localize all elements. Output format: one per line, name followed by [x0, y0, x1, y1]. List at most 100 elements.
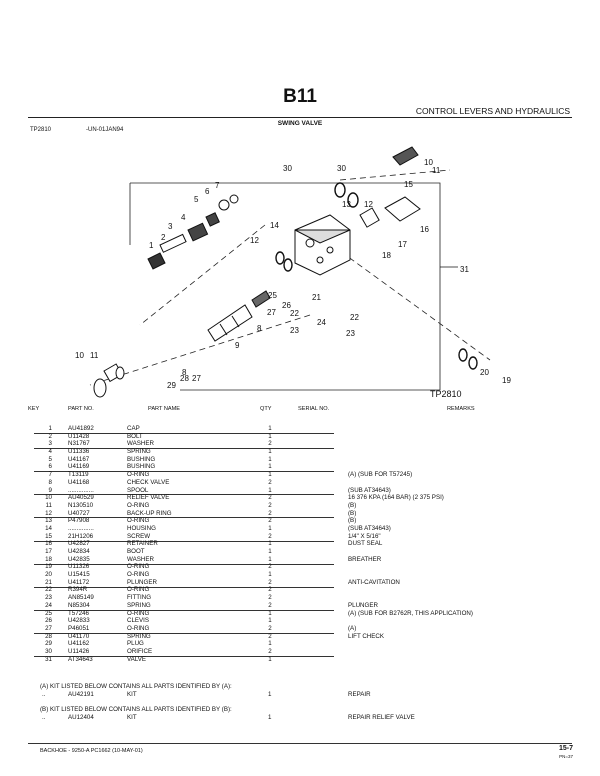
- parts-cell-part: N31767: [68, 440, 90, 448]
- parts-cell-part: U11326: [68, 563, 90, 571]
- svg-text:9: 9: [235, 341, 240, 350]
- parts-cell-qty: 1: [268, 455, 272, 463]
- parts-cell-qty: 1: [268, 548, 272, 555]
- parts-cell-key: 16: [45, 540, 52, 548]
- parts-cell-name: O-RING: [127, 517, 150, 525]
- parts-cell-qty: 1: [268, 425, 272, 432]
- parts-cell-qty: 1: [268, 609, 272, 617]
- svg-text:13: 13: [342, 200, 351, 209]
- row-divider: [34, 432, 334, 434]
- parts-cell-name: O-RING: [127, 624, 150, 632]
- svg-text:18: 18: [382, 251, 391, 260]
- parts-cell-key: 3: [48, 440, 52, 448]
- svg-text:11: 11: [90, 351, 99, 360]
- parts-cell-key: 10: [45, 494, 52, 502]
- column-header-serial-no: SERIAL NO.: [298, 406, 330, 412]
- column-header-part-name: PART NAME: [148, 406, 181, 412]
- kit-b-part: AU12404: [68, 714, 94, 721]
- parts-cell-qty: 2: [268, 578, 272, 586]
- parts-cell-remarks: (B): [348, 501, 357, 509]
- svg-text:8: 8: [257, 324, 262, 333]
- svg-text:14: 14: [270, 221, 279, 230]
- figure-reference: TP2810: [30, 127, 52, 133]
- svg-text:6: 6: [205, 187, 210, 196]
- parts-cell-part: U11426: [68, 647, 90, 655]
- svg-text:1: 1: [149, 241, 154, 250]
- parts-cell-qty: 2: [268, 586, 272, 594]
- parts-cell-name: O-RING: [127, 501, 150, 509]
- parts-cell-qty: 2: [268, 517, 272, 525]
- parts-cell-key: 24: [45, 601, 52, 609]
- parts-cell-name: SPOOL: [127, 486, 149, 494]
- parts-cell-remarks: ANTI-CAVITATION: [348, 578, 400, 586]
- parts-cell-name: PLUG: [127, 640, 144, 648]
- parts-cell-key: 7: [48, 471, 52, 479]
- parts-cell-name: BACK-UP RING: [127, 509, 172, 517]
- parts-cell-qty: 2: [268, 501, 272, 509]
- kit-a-part: AU42191: [68, 691, 94, 698]
- svg-text:4: 4: [181, 213, 186, 222]
- parts-cell-key: 14: [45, 524, 52, 532]
- parts-cell-name: SCREW: [127, 532, 151, 540]
- parts-cell-qty: 2: [268, 624, 272, 632]
- svg-text:12: 12: [364, 200, 373, 209]
- page-number: 15-7: [558, 745, 573, 752]
- svg-text:22: 22: [350, 313, 359, 322]
- parts-cell-qty: 2: [268, 632, 272, 640]
- parts-cell-key: 9: [48, 486, 52, 494]
- parts-cell-part: AU40529: [68, 494, 94, 502]
- diagram-image-label: TP2810: [430, 389, 462, 399]
- parts-cell-qty: 2: [268, 509, 272, 517]
- svg-text:20: 20: [480, 368, 489, 377]
- parts-cell-key: 1: [48, 425, 52, 432]
- parts-cell-part: U11336: [68, 448, 90, 456]
- parts-cell-key: 18: [45, 555, 52, 563]
- parts-cell-name: WASHER: [127, 555, 154, 563]
- kit-b-note: (B) KIT LISTED BELOW CONTAINS ALL PARTS …: [40, 706, 232, 713]
- parts-cell-name: FITTING: [127, 594, 152, 602]
- svg-text:7: 7: [215, 181, 220, 190]
- svg-text:23: 23: [346, 329, 355, 338]
- parts-cell-remarks: DUST SEAL: [348, 540, 383, 548]
- row-divider: [34, 656, 334, 657]
- parts-cell-key: 21: [45, 578, 52, 586]
- row-divider: [34, 563, 334, 565]
- parts-cell-qty: 1: [268, 655, 272, 663]
- parts-cell-part: 21H1206: [68, 532, 94, 540]
- parts-cell-remarks: (SUB AT34643): [348, 524, 391, 532]
- parts-cell-name: CHECK VALVE: [127, 478, 170, 486]
- parts-cell-part: R394R: [68, 586, 88, 594]
- parts-cell-part: U41167: [68, 455, 90, 463]
- svg-text:11: 11: [432, 166, 441, 175]
- parts-cell-qty: 1: [268, 555, 272, 563]
- parts-cell-part: U11428: [68, 432, 90, 440]
- parts-cell-name: O-RING: [127, 586, 150, 594]
- parts-cell-part: U15415: [68, 571, 90, 579]
- parts-cell-remarks: LIFT CHECK: [348, 632, 384, 640]
- parts-cell-qty: 2: [268, 601, 272, 609]
- svg-text:15: 15: [404, 180, 413, 189]
- page-code: B11: [283, 86, 317, 107]
- parts-cell-key: 5: [48, 455, 52, 463]
- parts-cell-key: 20: [45, 571, 52, 579]
- parts-cell-name: BOOT: [127, 548, 145, 555]
- parts-cell-qty: 1: [268, 486, 272, 494]
- parts-cell-qty: 2: [268, 440, 272, 448]
- kit-b-remarks: REPAIR RELIEF VALVE: [348, 714, 415, 721]
- parts-cell-qty: 2: [268, 647, 272, 655]
- svg-text:24: 24: [317, 318, 326, 327]
- svg-text:26: 26: [282, 301, 291, 310]
- parts-cell-qty: 1: [268, 432, 272, 440]
- parts-cell-key: 2: [48, 432, 52, 440]
- parts-cell-name: SPRING: [127, 632, 151, 640]
- parts-cell-part: U41162: [68, 640, 90, 648]
- parts-cell-part: T13119: [68, 471, 89, 479]
